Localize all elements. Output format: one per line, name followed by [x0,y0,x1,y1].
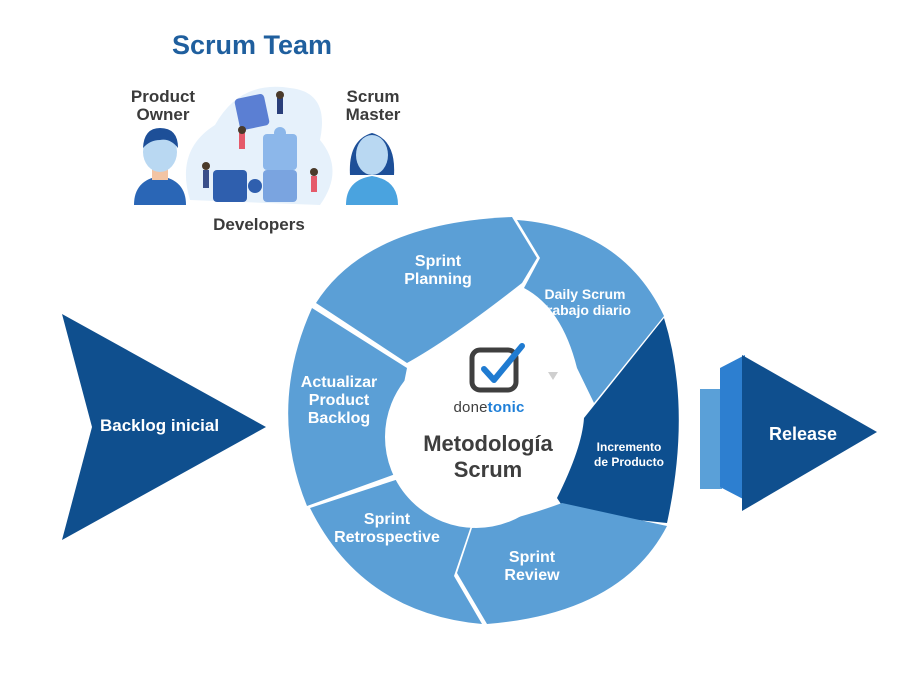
sprint-planning-label: Sprint Planning [404,253,472,288]
segment-update-backlog [288,308,412,506]
segment-daily-scrum [517,220,664,403]
developers-label: Developers [213,215,305,234]
brand-suffix: tonic [487,399,525,416]
sprint-review-label: Sprint Review [504,549,560,584]
sprint-retrospective-label: Sprint Retrospective [334,511,440,546]
scrum-master-label: Scrum Master [345,87,401,124]
segment-sprint-planning [316,217,537,363]
product-increment-label: Incremento de Producto [593,440,664,469]
backlog-initial-label: Backlog inicial [100,416,220,435]
cycle-center-disc [388,349,564,525]
donetonic-brand: donetonic [424,399,554,416]
release-label: Release [768,424,838,444]
product-owner-label: Product Owner [130,87,196,124]
update-product-backlog-label: Actualizar Product Backlog [300,374,378,427]
release-output-arrow [742,355,877,511]
small-decor-triangle [548,372,558,380]
scrum-cycle [288,217,679,624]
developer-figures-icon [202,91,318,192]
release-chevron-mid [720,355,745,500]
daily-scrum-label: Daily Scrum Trabajo diario [539,286,631,318]
backlog-input-arrow [62,314,266,540]
check-square-icon [469,343,525,393]
scrum-team-title: Scrum Team [172,30,333,60]
release-chevron-light [700,389,722,489]
scrum-master-avatar-icon [346,133,398,205]
methodology-title: Metodología Scrum [423,431,553,482]
segment-increment [557,318,679,523]
product-owner-avatar-icon [134,128,186,205]
brand-prefix: done [453,399,488,416]
puzzle-pieces-icon [213,93,297,202]
segment-sprint-review [457,503,667,624]
team-illustration [134,86,398,205]
